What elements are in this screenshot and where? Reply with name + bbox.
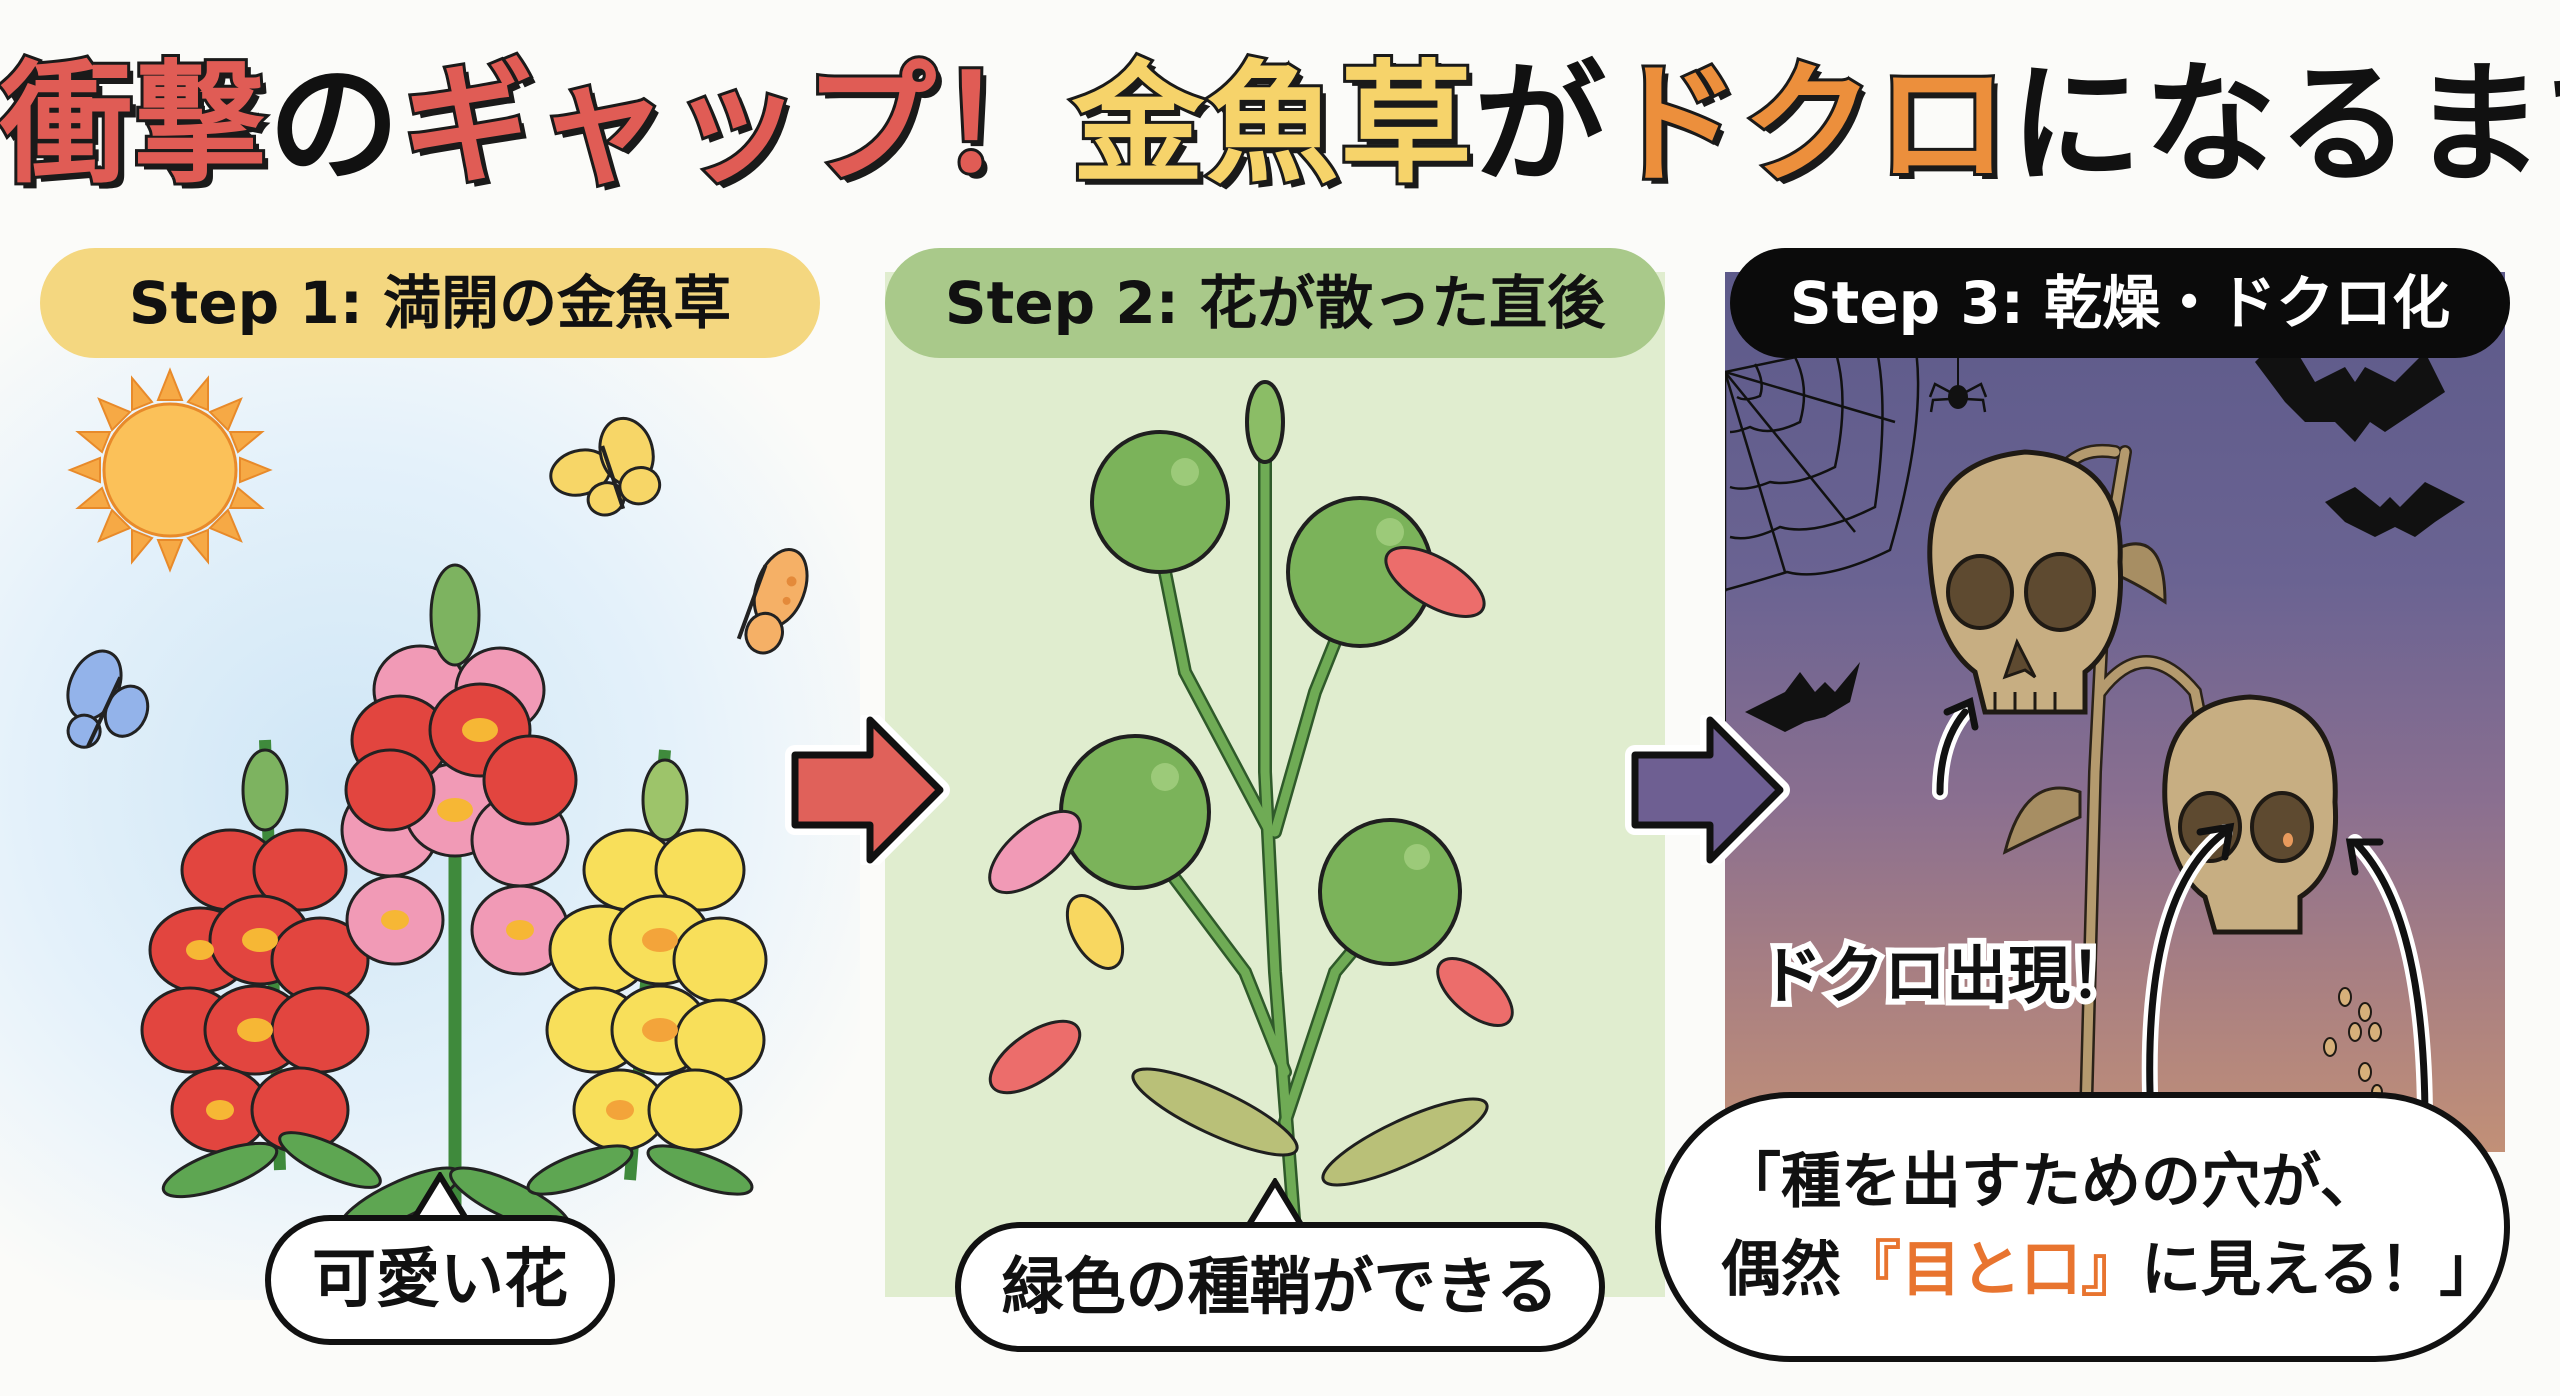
step1-label: Step 1: 満開の金魚草 xyxy=(40,248,820,358)
sun-icon xyxy=(67,367,273,573)
step1-caption-bubble: 可愛い花 xyxy=(265,1215,615,1345)
pointer-arrow-icon xyxy=(1932,697,1979,800)
step2-label: Step 2: 花が散った直後 xyxy=(885,248,1665,358)
step2-illustration xyxy=(988,380,1514,1239)
bat-icon xyxy=(2255,332,2445,442)
caption-line-1: 「種を出すための穴が、 xyxy=(1721,1147,2380,1217)
step1-illustration xyxy=(66,367,809,1234)
falling-petals xyxy=(988,546,1514,1095)
step3-panel xyxy=(1725,272,2505,1152)
title-segment: 金魚草 xyxy=(1069,45,1475,205)
snapdragon-yellow xyxy=(545,749,768,1181)
title-segment: 衝撃 xyxy=(0,45,269,205)
petal-icon xyxy=(1436,957,1514,1027)
step3-caption-bubble: 「種を出すための穴が、 偶然『目と口』に見える！」 xyxy=(1655,1092,2510,1362)
step1-panel xyxy=(0,270,860,1300)
falling-seeds xyxy=(2323,987,2383,1100)
bat-icon xyxy=(2325,482,2465,537)
bubble-tail xyxy=(1245,1178,1305,1230)
caption-text: 偶然 xyxy=(1721,1235,1841,1305)
title-segment: ドクロ xyxy=(1605,45,2011,205)
title-segment: になるまで xyxy=(2010,48,2560,202)
pointer-arrow-icon xyxy=(2141,822,2433,1130)
caption-line-2: 偶然『目と口』に見える！」 xyxy=(1721,1226,2504,1314)
bat-icon xyxy=(1745,662,1860,732)
petal-icon xyxy=(1384,546,1486,618)
arrow-right-icon xyxy=(785,715,950,865)
title-segment: が xyxy=(1474,48,1608,202)
step2-caption-bubble: 緑色の種鞘ができる xyxy=(955,1222,1605,1352)
petal-icon xyxy=(988,1019,1082,1095)
title-segment: の xyxy=(268,48,402,202)
caption-text: に見える！」 xyxy=(2141,1235,2500,1305)
skull-icon xyxy=(1927,449,2124,715)
caption-highlight: 『目と口』 xyxy=(1841,1235,2141,1305)
butterfly-yellow-icon xyxy=(549,416,662,517)
step3-label: Step 3: 乾燥・ドクロ化 xyxy=(1730,248,2510,358)
snapdragon-red xyxy=(140,739,370,1171)
skull-icon xyxy=(2162,694,2339,935)
butterfly-orange-icon xyxy=(736,548,809,655)
skull-appears-annotation: ドクロ出現！ xyxy=(1754,933,2138,1018)
bud-icon xyxy=(1245,380,1285,464)
spider-icon xyxy=(1928,322,1988,413)
title-segment: ギャップ！ xyxy=(399,45,1073,205)
step3-illustration xyxy=(1725,322,2465,1152)
step2-panel xyxy=(885,272,1665,1297)
page-title: 衝撃のギャップ！金魚草がドクロになるまで xyxy=(0,40,2560,210)
snapdragon-pink xyxy=(340,563,578,1230)
petal-icon xyxy=(988,809,1082,895)
petal-icon xyxy=(1065,894,1125,970)
arrow-right-icon xyxy=(1625,715,1790,865)
bubble-tail xyxy=(410,1172,470,1224)
butterfly-blue-icon xyxy=(66,649,150,749)
